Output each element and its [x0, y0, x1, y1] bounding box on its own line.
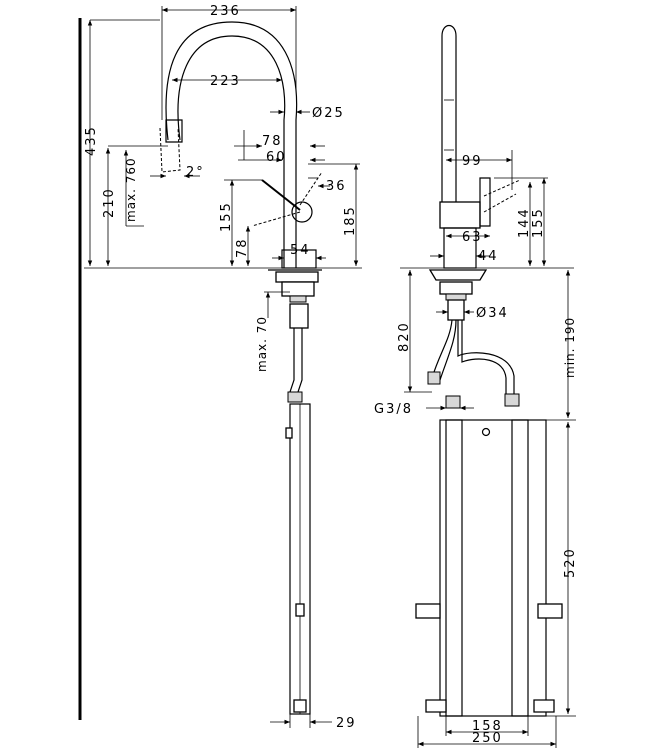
side-view-dimensions: [84, 6, 362, 728]
dim-max-760: max. 760: [124, 157, 138, 222]
dim-250: 250: [472, 731, 503, 746]
front-view-dimensions: [400, 150, 576, 748]
side-view-labels: 236 223 Ø25 78 60 2° 36 435 210 max. 760…: [84, 4, 358, 731]
dim-63: 63: [462, 230, 483, 245]
side-view-faucet: [159, 21, 323, 715]
dim-body-185: 185: [343, 205, 358, 236]
dim-820: 820: [397, 321, 412, 352]
dim-spout-reach: 236: [210, 4, 241, 19]
front-view-labels: 99 63 144 155 44 820 Ø34 min. 190 G3/8 5…: [374, 154, 578, 746]
dim-diameter-34: Ø34: [476, 306, 509, 321]
dim-99: 99: [462, 154, 483, 169]
dim-spout-diameter: Ø25: [312, 106, 345, 121]
dim-angle: 2°: [186, 165, 205, 180]
dim-height-435: 435: [84, 125, 99, 156]
dim-78-small: 78: [235, 237, 250, 258]
dim-144: 144: [517, 207, 532, 238]
dim-height-210: 210: [102, 187, 117, 218]
dim-g3-8: G3/8: [374, 402, 413, 417]
dim-158: 158: [472, 719, 503, 734]
dim-spout-inner: 223: [210, 74, 241, 89]
dim-lever-155: 155: [219, 201, 234, 232]
dim-520: 520: [563, 547, 578, 578]
front-view-faucet: [415, 24, 563, 717]
dim-lever-60: 60: [266, 150, 287, 165]
dim-min-190: min. 190: [563, 317, 577, 378]
dim-box-29: 29: [336, 716, 357, 731]
dim-44: 44: [478, 249, 499, 264]
dim-lever-78: 78: [262, 134, 283, 149]
dim-max-70: max. 70: [255, 316, 269, 372]
dim-body-54: 54: [290, 243, 311, 258]
dim-lever-36: 36: [326, 179, 347, 194]
dim-155: 155: [531, 207, 546, 238]
